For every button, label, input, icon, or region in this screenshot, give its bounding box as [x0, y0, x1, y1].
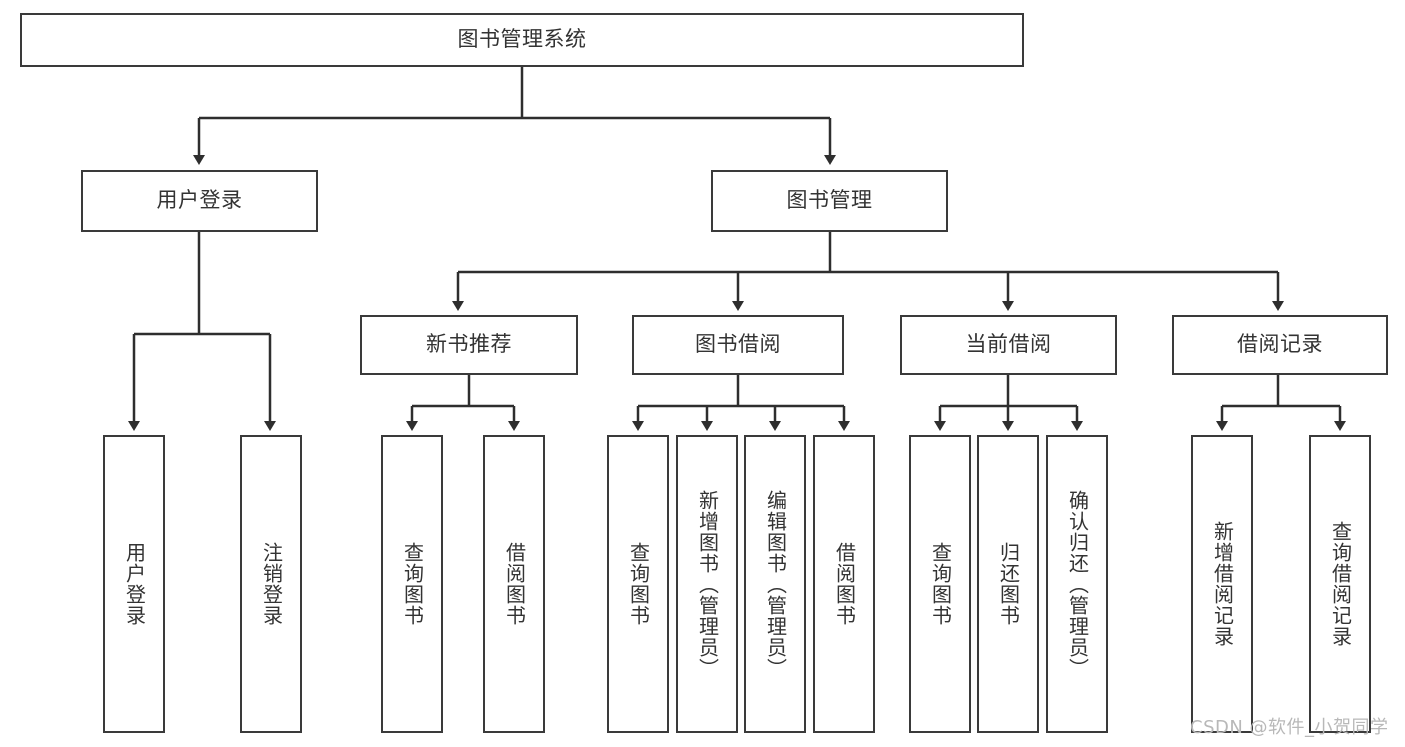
- leaf-book-borrow-add-book-admin[interactable]: 新增图书（管理员）: [676, 435, 738, 733]
- node-label: 编辑图书（管理员）: [763, 489, 788, 679]
- node-label: 图书管理系统: [457, 27, 587, 52]
- node-label: 新增图书（管理员）: [695, 489, 720, 679]
- node-label: 用户登录: [156, 188, 243, 213]
- leaf-book-borrow-query-book[interactable]: 查询图书: [607, 435, 669, 733]
- node-label: 新书推荐: [426, 332, 512, 357]
- node-label: 注销登录: [259, 542, 284, 626]
- leaf-borrow-record-add-record[interactable]: 新增借阅记录: [1191, 435, 1253, 733]
- leaf-book-borrow-edit-book-admin[interactable]: 编辑图书（管理员）: [744, 435, 806, 733]
- node-label: 查询借阅记录: [1328, 521, 1353, 647]
- node-label: 图书借阅: [695, 332, 781, 357]
- leaf-user-login-login[interactable]: 用户登录: [103, 435, 165, 733]
- node-user-login[interactable]: 用户登录: [81, 170, 318, 232]
- node-label: 查询图书: [928, 542, 953, 626]
- node-label: 归还图书: [996, 542, 1021, 626]
- node-book-management[interactable]: 图书管理: [711, 170, 948, 232]
- node-current-borrow[interactable]: 当前借阅: [900, 315, 1117, 375]
- node-label: 新增借阅记录: [1210, 521, 1235, 647]
- node-label: 查询图书: [400, 542, 425, 626]
- leaf-new-book-borrow-book[interactable]: 借阅图书: [483, 435, 545, 733]
- leaf-borrow-record-query-record[interactable]: 查询借阅记录: [1309, 435, 1371, 733]
- leaf-current-borrow-return-book[interactable]: 归还图书: [977, 435, 1039, 733]
- leaf-current-borrow-query-book[interactable]: 查询图书: [909, 435, 971, 733]
- node-label: 确认归还（管理员）: [1065, 489, 1090, 679]
- node-label: 借阅图书: [832, 542, 857, 626]
- node-new-book-recommend[interactable]: 新书推荐: [360, 315, 578, 375]
- node-label: 查询图书: [626, 542, 651, 626]
- node-label: 用户登录: [122, 542, 147, 626]
- leaf-book-borrow-borrow-book[interactable]: 借阅图书: [813, 435, 875, 733]
- leaf-new-book-query-book[interactable]: 查询图书: [381, 435, 443, 733]
- node-label: 借阅图书: [502, 542, 527, 626]
- node-label: 借阅记录: [1237, 332, 1323, 357]
- node-label: 图书管理: [786, 188, 873, 213]
- node-borrow-record[interactable]: 借阅记录: [1172, 315, 1388, 375]
- leaf-current-borrow-confirm-return-admin[interactable]: 确认归还（管理员）: [1046, 435, 1108, 733]
- node-book-management-system[interactable]: 图书管理系统: [20, 13, 1024, 67]
- node-book-borrow[interactable]: 图书借阅: [632, 315, 844, 375]
- leaf-user-login-logout[interactable]: 注销登录: [240, 435, 302, 733]
- node-label: 当前借阅: [965, 332, 1052, 357]
